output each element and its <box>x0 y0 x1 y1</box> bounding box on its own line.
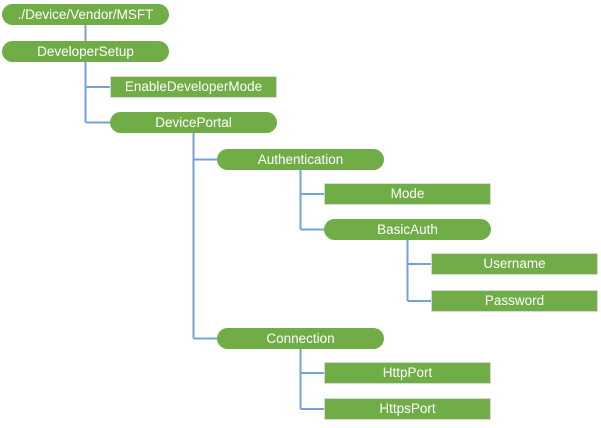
connector-from-deviceportal <box>192 133 219 340</box>
tree-node-authentication: Authentication <box>217 149 384 170</box>
connector-from-developersetup <box>84 62 113 124</box>
tree-node-httpport: HttpPort <box>324 362 491 384</box>
tree-node-deviceportal: DevicePortal <box>110 112 277 133</box>
tree-node-enabledevelopermode: EnableDeveloperMode <box>110 76 277 98</box>
tree-node-developersetup: DeveloperSetup <box>2 41 169 62</box>
tree-node-basicauth: BasicAuth <box>324 219 491 240</box>
tree-node-httpsport: HttpsPort <box>324 398 491 420</box>
connector-from-authentication <box>299 170 326 231</box>
connector-from-connection <box>299 349 324 410</box>
tree-node-mode: Mode <box>324 183 491 205</box>
tree-node-username: Username <box>431 253 598 275</box>
tree-node-msft-root: ./Device/Vendor/MSFT <box>2 4 169 25</box>
tree-node-password: Password <box>431 290 598 312</box>
tree-node-connection: Connection <box>217 328 384 349</box>
connector-from-basicauth <box>406 240 431 302</box>
